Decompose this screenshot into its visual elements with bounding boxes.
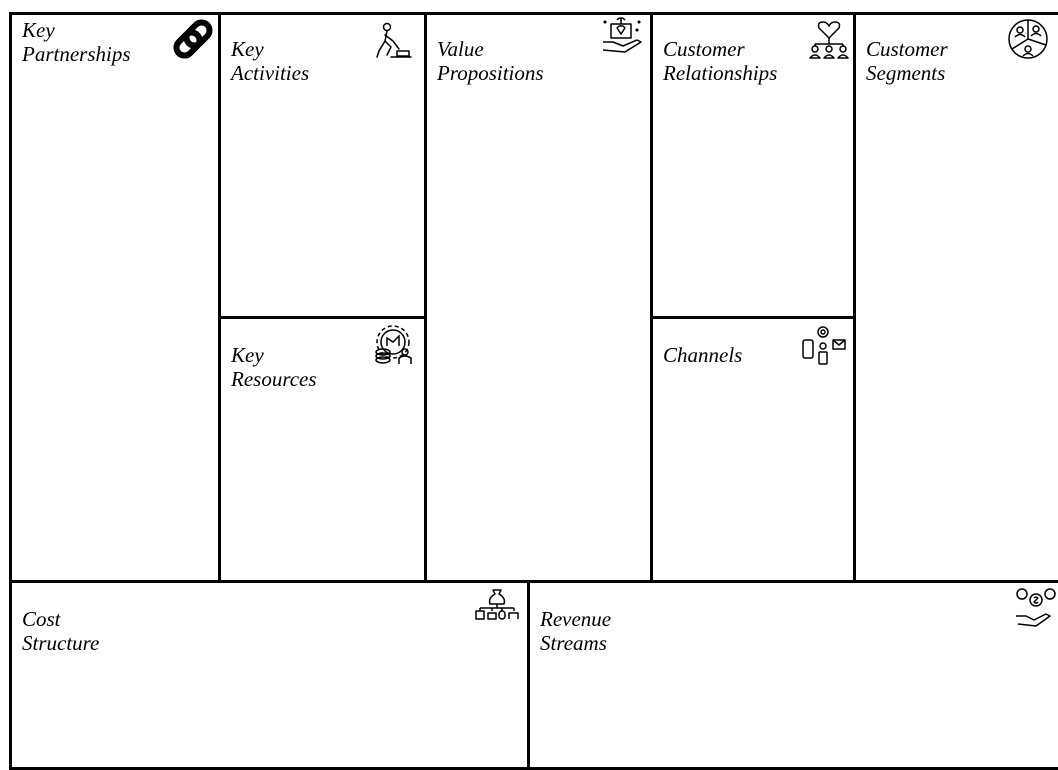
- key-resources-title: Key Resources: [231, 343, 317, 391]
- revenue-streams-block: Revenue Streams: [527, 580, 1058, 770]
- gift-hand-icon: [599, 16, 645, 56]
- key-partnerships-title: Key Partnerships: [22, 18, 131, 66]
- key-resources-block: Key Resources: [218, 316, 427, 583]
- value-propositions-title: Value Propositions: [437, 37, 544, 85]
- heart-people-icon: [807, 18, 851, 62]
- key-activities-title: Key Activities: [231, 37, 310, 85]
- cost-structure-block: Cost Structure: [9, 580, 530, 770]
- key-activities-block: Key Activities: [218, 12, 427, 319]
- segments-circle-icon: [1006, 17, 1050, 61]
- customer-relationships-title: Customer Relationships: [663, 37, 778, 85]
- worker-icon: [373, 21, 413, 61]
- channels-block: Channels: [650, 316, 856, 583]
- link-icon: [172, 17, 216, 61]
- customer-segments-title: Customer Segments: [866, 37, 948, 85]
- cost-structure-title: Cost Structure: [22, 607, 100, 655]
- channels-title: Channels: [663, 343, 743, 367]
- coins-hand-icon: [1014, 586, 1058, 630]
- revenue-streams-title: Revenue Streams: [540, 607, 612, 655]
- devices-channels-icon: [799, 324, 849, 368]
- key-partnerships-block: Key Partnerships: [9, 12, 221, 583]
- money-bag-tree-icon: [474, 586, 520, 626]
- gear-resources-icon: [371, 322, 415, 366]
- value-propositions-block: Value Propositions: [424, 12, 653, 583]
- customer-relationships-block: Customer Relationships: [650, 12, 856, 319]
- customer-segments-block: Customer Segments: [853, 12, 1058, 583]
